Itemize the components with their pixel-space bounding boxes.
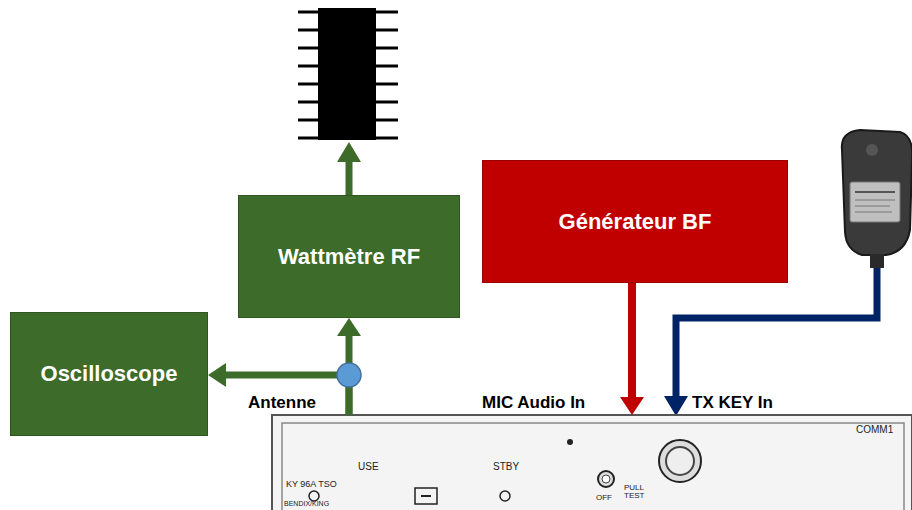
output-arrow: [346, 160, 353, 195]
box-title: Wattmètre RF: [278, 244, 420, 270]
microphone: [842, 130, 912, 268]
mic-cable-head: [664, 396, 688, 416]
generator-box: Générateur BF: [482, 160, 788, 283]
signal-label: MIC Audio In: [482, 393, 585, 413]
panel-label: OFF: [596, 494, 612, 502]
output-arrow-head: [337, 142, 361, 162]
panel-label: USE: [358, 462, 379, 473]
dummy-load: [318, 8, 376, 140]
panel-label: STBY: [493, 462, 519, 473]
signal-label: Antenne: [248, 393, 316, 413]
panel-label: COMM1: [856, 425, 893, 436]
box-title: Oscilloscope: [41, 361, 178, 387]
panel-label: BENDIX/KING: [284, 500, 329, 507]
radio-panel-node: COMM1USE STBY KY 96A TSO BENDIX/KING OFF PULL…: [272, 415, 912, 510]
rf-tap: [337, 363, 361, 387]
mic-cable: [676, 268, 877, 398]
instrument-box: Wattmètre RF: [238, 195, 460, 318]
signal-label: TX KEY In: [692, 393, 773, 413]
radio-panel: [272, 415, 912, 510]
instrument-box: Oscilloscope: [10, 312, 208, 436]
panel-label: PULL TEST: [624, 484, 650, 501]
panel-label: KY 96A TSO: [286, 480, 337, 489]
connector: [620, 283, 644, 415]
connector: [208, 363, 349, 415]
box-title: Générateur BF: [559, 209, 712, 235]
